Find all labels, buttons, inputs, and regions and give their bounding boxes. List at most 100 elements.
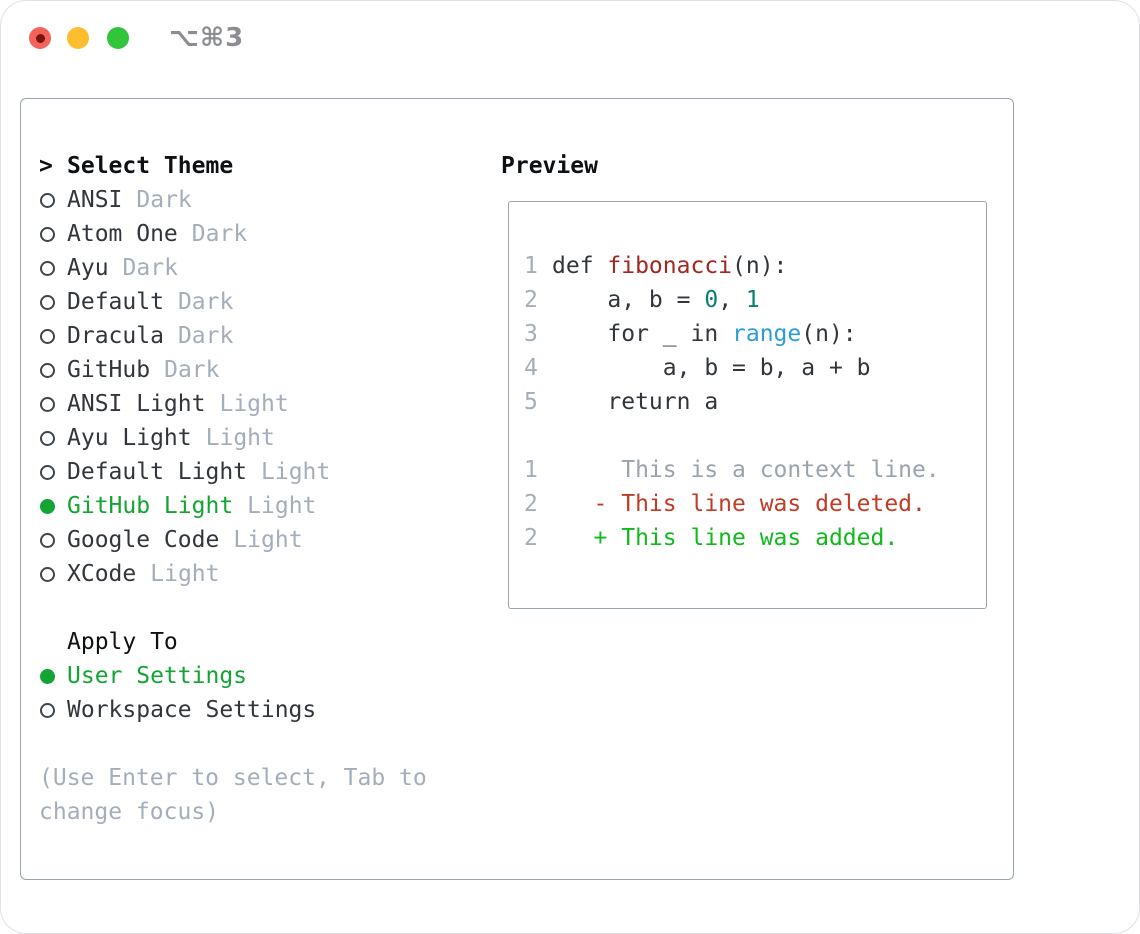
theme-name: Default Light <box>67 459 248 485</box>
code-segment-context: This is a context line. <box>552 457 940 483</box>
theme-variant: Light <box>150 561 220 587</box>
theme-name: GitHub Light <box>67 493 234 519</box>
theme-radio-icon[interactable] <box>40 566 55 582</box>
apply-to-header: Apply To <box>67 629 178 655</box>
line-number: 1 <box>524 253 538 279</box>
theme-radio-icon[interactable] <box>40 464 55 480</box>
theme-radio-icon[interactable] <box>40 260 55 276</box>
marker-cell <box>39 396 67 412</box>
theme-picker-column: > Select Theme ANSI Dark Atom One Dark A… <box>39 149 469 829</box>
preview-header: Preview <box>501 153 598 179</box>
code-line: 2 - This line was deleted. <box>524 487 986 521</box>
theme-variant: Dark <box>177 323 234 349</box>
theme-list: ANSI Dark Atom One Dark Ayu Dark Default… <box>39 183 469 591</box>
apply-radio-icon[interactable] <box>40 702 55 718</box>
theme-radio-icon[interactable] <box>40 294 55 310</box>
line-number: 2 <box>524 287 538 313</box>
theme-radio-icon[interactable] <box>40 226 55 242</box>
theme-option[interactable]: ANSI Dark <box>39 183 469 217</box>
marker-cell <box>39 362 67 378</box>
theme-option[interactable]: Ayu Light Light <box>39 421 469 455</box>
minimize-button[interactable] <box>67 27 89 49</box>
theme-option[interactable]: Atom One Dark <box>39 217 469 251</box>
spacer <box>39 727 469 761</box>
line-number: 5 <box>524 389 538 415</box>
line-number: 1 <box>524 457 538 483</box>
cursor-prefix-icon: > <box>39 153 53 179</box>
theme-variant: Light <box>205 425 275 451</box>
apply-to-header-row: Apply To <box>39 625 469 659</box>
code-segment-code: (n): <box>801 321 857 347</box>
code-line: 3 for _ in range(n): <box>524 317 986 351</box>
marker-cell <box>39 532 67 548</box>
theme-name: ANSI Light <box>67 391 206 417</box>
apply-option-label: User Settings <box>67 663 248 689</box>
theme-option[interactable]: XCode Light <box>39 557 469 591</box>
theme-name: GitHub <box>67 357 151 383</box>
code-segment-code: return a <box>552 389 719 415</box>
theme-variant: Light <box>219 391 289 417</box>
code-line: 1 This is a context line. <box>524 453 986 487</box>
code-segment-deleted: - This line was deleted. <box>552 491 926 517</box>
theme-name: Default <box>67 289 164 315</box>
code-segment-added: + This line was added. <box>552 525 899 551</box>
code-segment-code: for _ in <box>552 321 733 347</box>
marker-cell <box>39 430 67 446</box>
theme-radio-icon[interactable] <box>40 362 55 378</box>
window-title-shortcut: ⌥⌘3 <box>169 23 245 53</box>
theme-option[interactable]: GitHub Dark <box>39 353 469 387</box>
theme-radio-icon[interactable] <box>40 498 55 514</box>
marker-cell <box>39 294 67 310</box>
theme-radio-icon[interactable] <box>40 430 55 446</box>
marker-cell <box>39 226 67 242</box>
theme-variant: Light <box>247 493 317 519</box>
theme-option[interactable]: Default Dark <box>39 285 469 319</box>
marker-cell <box>39 328 67 344</box>
close-button[interactable] <box>29 27 51 49</box>
apply-option[interactable]: Workspace Settings <box>39 693 469 727</box>
theme-radio-icon[interactable] <box>40 532 55 548</box>
line-number: 3 <box>524 321 538 347</box>
select-theme-header: Select Theme <box>67 153 234 179</box>
code-line: 5 return a <box>524 385 986 419</box>
theme-option[interactable]: Google Code Light <box>39 523 469 557</box>
theme-variant: Dark <box>122 255 178 281</box>
code-segment-code: a, b = b, a + b <box>552 355 871 381</box>
theme-option[interactable]: Default Light Light <box>39 455 469 489</box>
marker-cell <box>39 566 67 582</box>
theme-option[interactable]: Dracula Dark <box>39 319 469 353</box>
line-number: 2 <box>524 491 538 517</box>
select-theme-header-row: > Select Theme <box>39 149 469 183</box>
theme-radio-icon[interactable] <box>40 328 55 344</box>
theme-variant: Dark <box>191 221 248 247</box>
code-line <box>524 419 986 453</box>
theme-radio-icon[interactable] <box>40 192 55 208</box>
theme-name: Ayu Light <box>67 425 192 451</box>
theme-variant: Dark <box>136 187 192 213</box>
theme-name: Google Code <box>67 527 220 553</box>
code-line: 4 a, b = b, a + b <box>524 351 986 385</box>
marker-cell <box>39 464 67 480</box>
theme-name: Dracula <box>67 323 164 349</box>
line-number: 4 <box>524 355 538 381</box>
apply-radio-icon[interactable] <box>40 668 55 684</box>
code-segment-code: (n): <box>732 253 788 279</box>
code-segment-number: 0 <box>704 287 719 313</box>
apply-to-list: User Settings Workspace Settings <box>39 659 469 727</box>
spacer <box>39 591 469 625</box>
zoom-button[interactable] <box>107 27 129 49</box>
theme-option[interactable]: ANSI Light Light <box>39 387 469 421</box>
theme-option[interactable]: GitHub Light Light <box>39 489 469 523</box>
marker-cell <box>39 702 67 718</box>
code-segment-code: , <box>718 287 746 313</box>
apply-option[interactable]: User Settings <box>39 659 469 693</box>
marker-cell <box>39 498 67 514</box>
theme-option[interactable]: Ayu Dark <box>39 251 469 285</box>
code-segment-builtin: range <box>732 321 802 347</box>
theme-radio-icon[interactable] <box>40 396 55 412</box>
code-segment-function: fibonacci <box>607 253 733 279</box>
code-line: 2 + This line was added. <box>524 521 986 555</box>
